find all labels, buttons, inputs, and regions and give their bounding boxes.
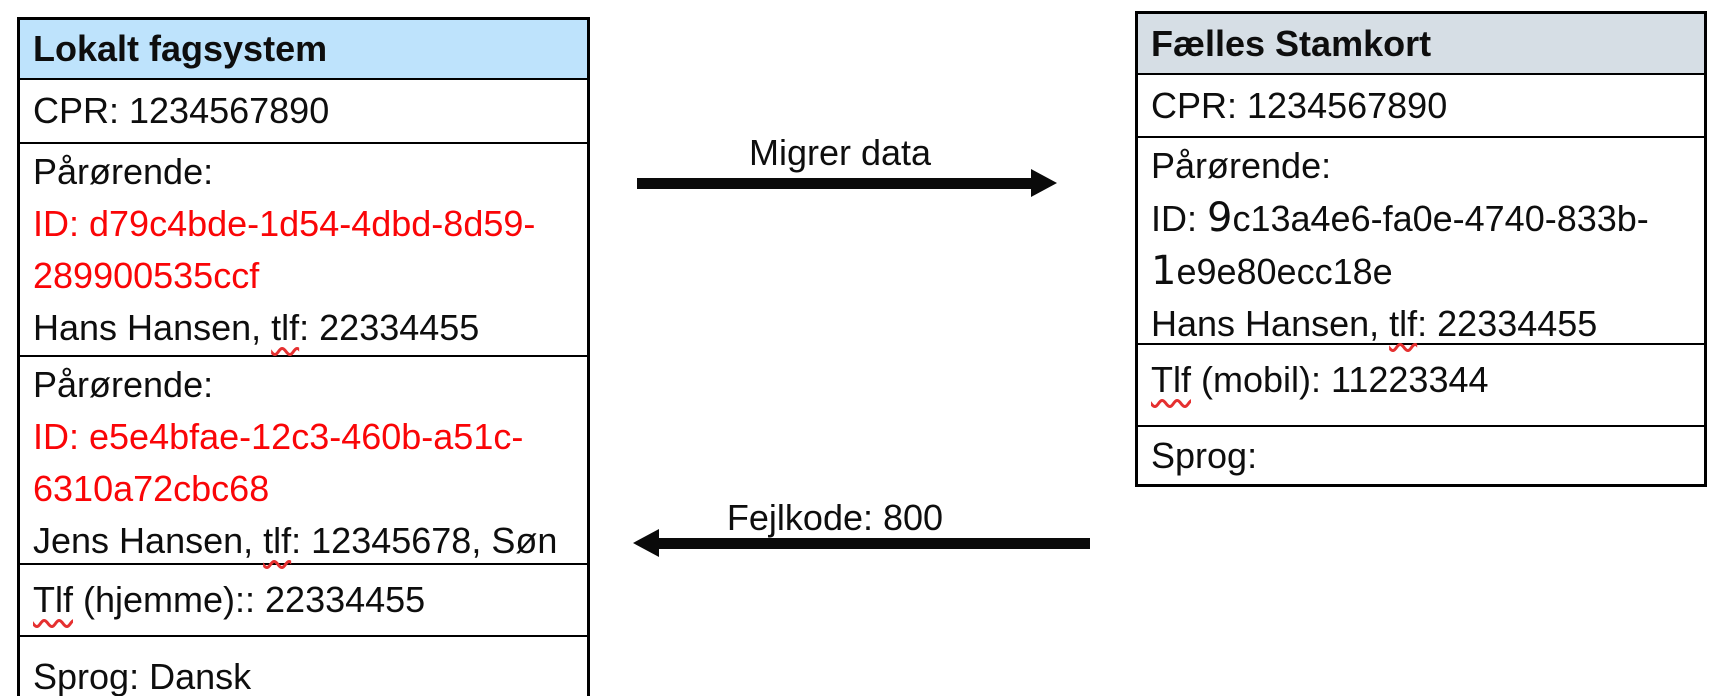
- shared-language-value: Sprog:: [1151, 434, 1258, 476]
- migrate-arrow-label: Migrer data: [748, 132, 932, 173]
- shared-language-row: Sprog:: [1138, 425, 1704, 484]
- local-cpr-value: CPR: 1234567890: [33, 90, 330, 131]
- migrate-arrow-shaft: [637, 178, 1033, 189]
- shared-card-title: Fælles Stamkort: [1151, 22, 1432, 64]
- relative2-id-line1: ID: e5e4bfae-12c3-460b-a51c-: [33, 416, 524, 457]
- shared-phone-value: Tlf (mobil): 11223344: [1151, 354, 1489, 406]
- shared-id-rest1: c13a4e6-fa0e-4740-833b-: [1232, 198, 1649, 239]
- relative1-person-name: Hans Hansen,: [33, 307, 272, 348]
- local-language-row: Sprog: Dansk: [20, 635, 587, 696]
- shared-id-first-char2: 1: [1151, 248, 1177, 294]
- relative2-person: Jens Hansen, tlf: 12345678, Søn: [33, 515, 581, 567]
- relative1-tlf-word: tlf: [271, 307, 300, 348]
- migrate-arrow-head-icon: [1031, 169, 1057, 197]
- local-system-header: Lokalt fagsystem: [20, 20, 587, 78]
- error-arrow-head-icon: [633, 529, 659, 557]
- relative2-person-name: Jens Hansen,: [33, 520, 264, 561]
- shared-cpr-row: CPR: 1234567890: [1138, 73, 1704, 136]
- shared-id-first-char1: 9: [1207, 195, 1233, 241]
- shared-id-prefix: ID:: [1151, 198, 1208, 239]
- shared-id-rest2: e9e80ecc18e: [1176, 251, 1393, 292]
- shared-relative-label: Pårørende:: [1151, 145, 1332, 186]
- shared-person-name: Hans Hansen,: [1151, 303, 1390, 344]
- local-phone-number: (hjemme):: 22334455: [73, 579, 426, 620]
- local-relative1-row: Pårørende: ID: d79c4bde-1d54-4dbd-8d59- …: [20, 142, 587, 355]
- local-system-title: Lokalt fagsystem: [33, 28, 328, 69]
- error-arrow-label: Fejlkode: 800: [726, 497, 944, 538]
- relative1-label: Pårørende:: [33, 151, 214, 192]
- shared-relative-id-line2: 1e9e80ecc18e: [1151, 245, 1698, 298]
- local-relative2-row: Pårørende: ID: e5e4bfae-12c3-460b-a51c- …: [20, 355, 587, 563]
- relative1-person: Hans Hansen, tlf: 22334455: [33, 302, 581, 354]
- relative1-id-line1: ID: d79c4bde-1d54-4dbd-8d59-: [33, 203, 536, 244]
- shared-phone-row: Tlf (mobil): 11223344: [1138, 343, 1704, 425]
- shared-card-header: Fælles Stamkort: [1138, 14, 1704, 73]
- shared-cpr-value: CPR: 1234567890: [1151, 84, 1448, 126]
- shared-relative-person: Hans Hansen, tlf: 22334455: [1151, 298, 1698, 350]
- local-phone-value: Tlf (hjemme):: 22334455: [33, 574, 425, 626]
- error-arrow-shaft: [657, 538, 1090, 549]
- shared-card-table: Fælles Stamkort CPR: 1234567890 Pårørend…: [1135, 11, 1707, 487]
- shared-person-number: : 22334455: [1417, 303, 1598, 344]
- local-tlf-word: Tlf: [33, 579, 73, 620]
- local-system-table: Lokalt fagsystem CPR: 1234567890 Pårøren…: [17, 17, 590, 696]
- relative2-id-line2: 6310a72cbc68: [33, 468, 270, 509]
- shared-tlf-word: Tlf: [1151, 359, 1191, 400]
- relative1-person-number: : 22334455: [299, 307, 480, 348]
- local-phone-row: Tlf (hjemme):: 22334455: [20, 563, 587, 635]
- relative2-tlf-word: tlf: [263, 520, 292, 561]
- shared-relative-row: Pårørende: ID: 9c13a4e6-fa0e-4740-833b- …: [1138, 136, 1704, 344]
- relative1-id-line2: 289900535ccf: [33, 255, 260, 296]
- shared-relative-tlf-word: tlf: [1389, 303, 1418, 344]
- shared-relative-id-line1: ID: 9c13a4e6-fa0e-4740-833b-: [1151, 192, 1698, 245]
- local-language-value: Sprog: Dansk: [33, 656, 252, 696]
- relative2-label: Pårørende:: [33, 364, 214, 405]
- local-cpr-row: CPR: 1234567890: [20, 78, 587, 142]
- shared-phone-number: (mobil): 11223344: [1191, 359, 1489, 400]
- relative2-person-number: : 12345678, Søn: [291, 520, 558, 561]
